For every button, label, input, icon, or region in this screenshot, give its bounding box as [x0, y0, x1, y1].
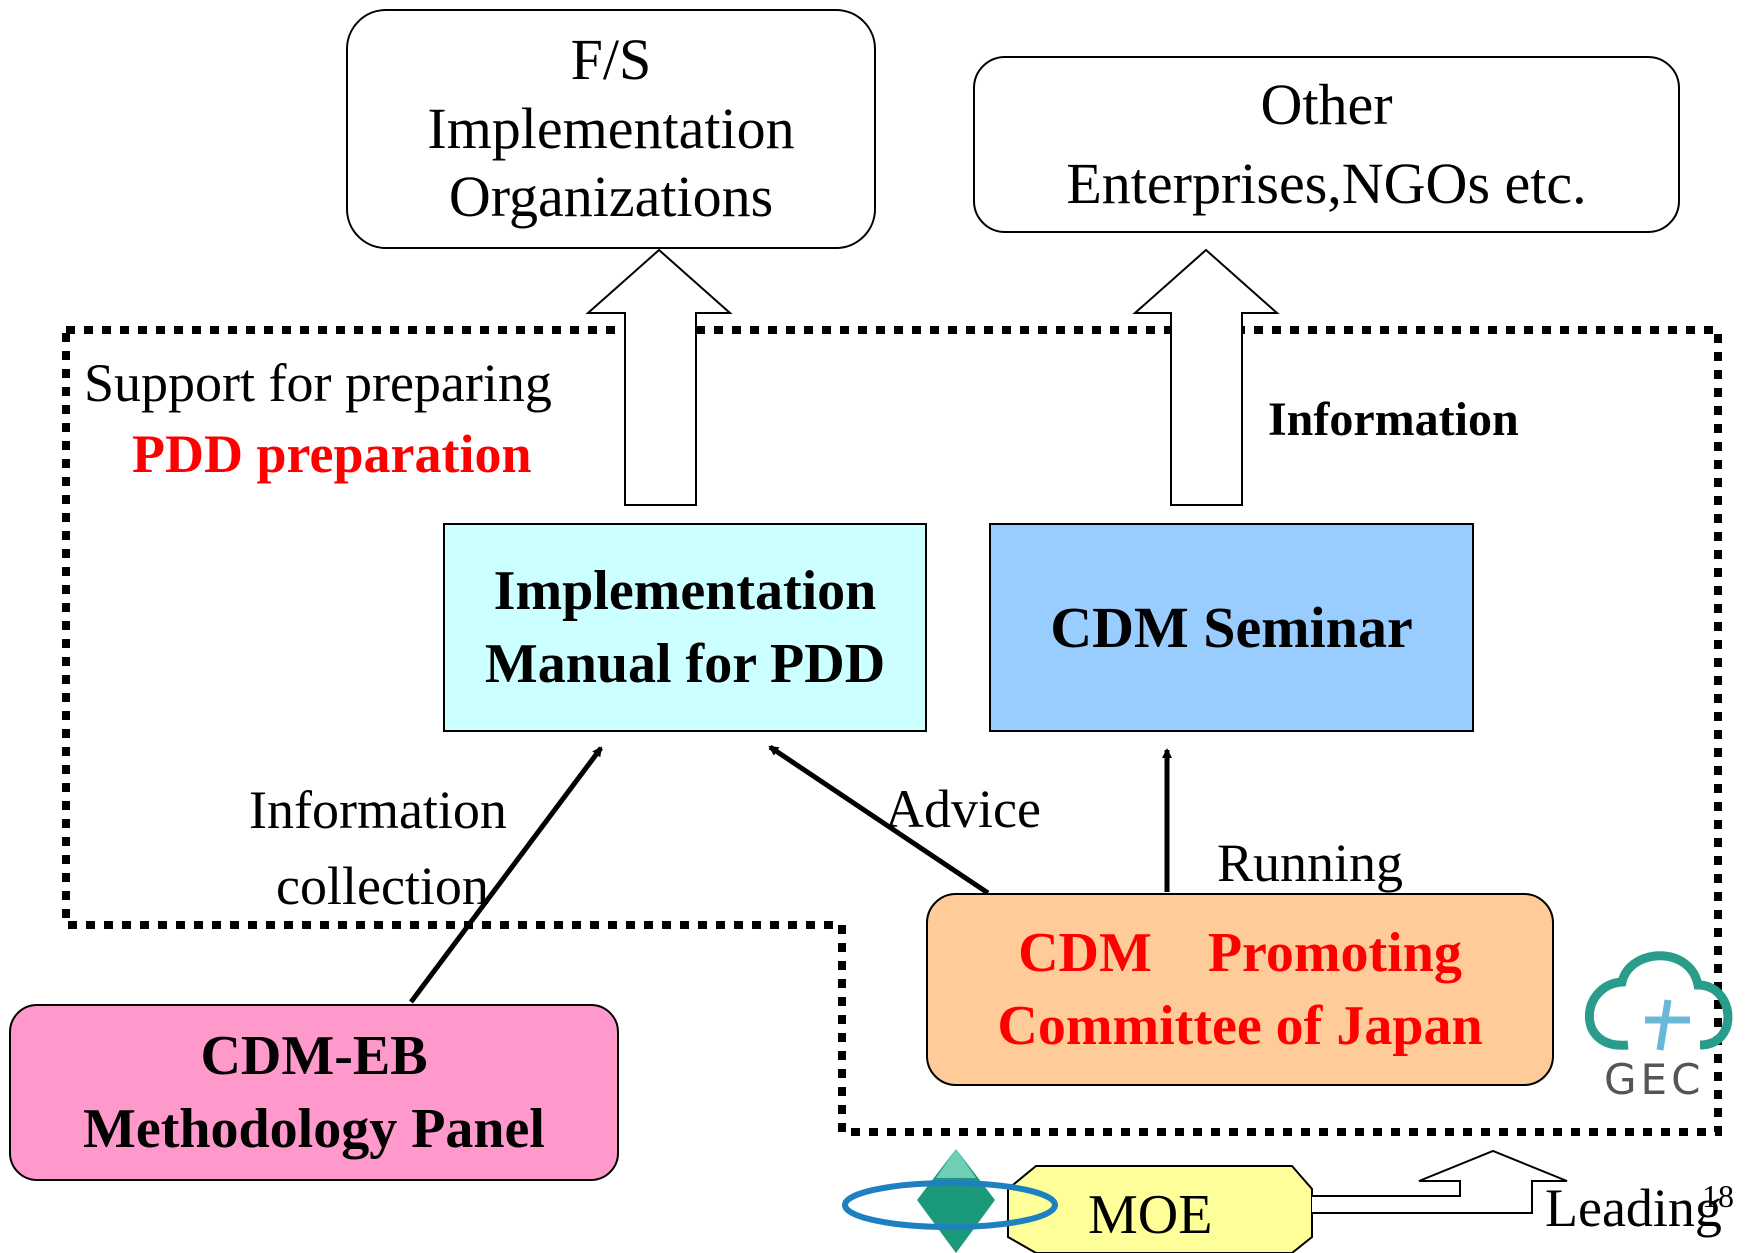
gec-logo	[1585, 951, 1733, 1051]
pdd-preparation-label: PDD preparation	[132, 424, 532, 484]
information-up-arrow	[1132, 248, 1280, 506]
support-title: Support for preparing	[84, 353, 552, 413]
info-collection-arrow	[408, 746, 604, 1004]
enterprises-label: Enterprises,NGOs etc.	[1066, 150, 1587, 216]
cdm-seminar-label: CDM Seminar	[1050, 595, 1413, 660]
implementation-manual-box: Implementation Manual for PDD	[443, 523, 927, 732]
cdm-seminar-box: CDM Seminar	[989, 523, 1474, 732]
impl-manual-line1: Implementation	[493, 559, 877, 622]
cdm-promoting-committee-box: CDM Promoting Committee of Japan	[926, 893, 1554, 1086]
advice-label: Advice	[885, 779, 1041, 839]
fs-implementation-label: Implementation	[427, 95, 795, 161]
cdm-eb-box: CDM-EB Methodology Panel	[9, 1004, 619, 1181]
support-region-border	[62, 326, 1722, 1136]
pdd-up-arrow	[585, 248, 733, 506]
information-label: Information	[1268, 393, 1519, 446]
fs-label: F/S	[570, 27, 652, 93]
committee-of-japan-label: Committee of Japan	[997, 994, 1483, 1057]
other-label: Other	[1260, 72, 1393, 138]
moe-label: MOE	[1088, 1184, 1213, 1246]
methodology-panel-label: Methodology Panel	[83, 1097, 545, 1160]
gec-logo-text: GEC	[1604, 1055, 1705, 1104]
other-enterprises-box: Other Enterprises,NGOs etc.	[973, 56, 1680, 233]
advice-arrow	[768, 744, 990, 896]
fs-organizations-box: F/S Implementation Organizations	[346, 9, 876, 249]
fs-organizations-label: Organizations	[448, 164, 774, 230]
moe-shape	[1007, 1165, 1313, 1253]
leading-label: Leading	[1545, 1178, 1722, 1238]
impl-manual-line2: Manual for PDD	[484, 632, 886, 695]
moe-logo	[842, 1149, 1058, 1253]
page-number: 18	[1702, 1178, 1734, 1214]
running-label: Running	[1217, 833, 1404, 893]
info-collection-label-2: collection	[276, 856, 489, 916]
leading-arrow	[1312, 1149, 1568, 1214]
info-collection-label-1: Information	[249, 780, 507, 840]
cdm-eb-label: CDM-EB	[200, 1024, 428, 1087]
cdm-promoting-label: CDM Promoting	[1018, 921, 1462, 984]
